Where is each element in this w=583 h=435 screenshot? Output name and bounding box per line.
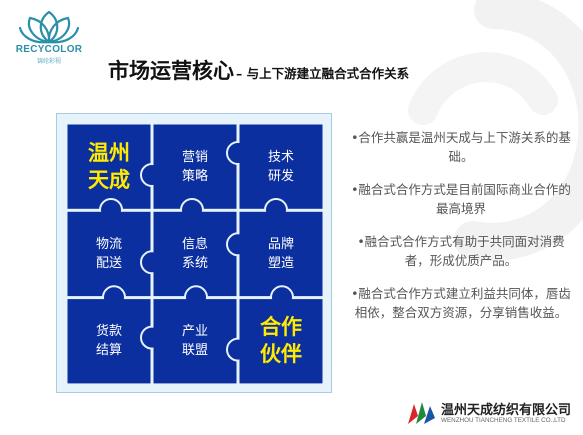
puzzle-piece-label: 信息系统 xyxy=(181,236,208,271)
puzzle-piece xyxy=(239,299,323,384)
puzzle-piece-label: 品牌塑造 xyxy=(267,236,294,271)
company-name-cn: 温州天成纺织有限公司 xyxy=(441,403,572,418)
page-title: 市场运营核心– 与上下游建立融合式合作关系 xyxy=(108,55,409,85)
watermark-swirl xyxy=(408,0,583,261)
brand-subtitle: 锦纶彩视 xyxy=(36,58,61,65)
puzzle-piece xyxy=(153,211,237,297)
bullet-item: •融合式合作方式建立利益共同体，唇齿相依，整合双方资源，分享销售收益。 xyxy=(351,286,571,320)
company-logo-icon xyxy=(408,402,435,424)
bullet-item: •融合式合作方式有助于共同面对消费者，形成优质产品。 xyxy=(357,234,565,268)
puzzle-piece-label: 技术研发 xyxy=(267,149,294,184)
puzzle-piece-label: 物流配送 xyxy=(95,236,122,271)
puzzle-piece-label: 产业联盟 xyxy=(181,324,208,359)
puzzle-piece xyxy=(153,124,237,209)
bullet-item: •合作共赢是温州天成与上下游关系的基础。 xyxy=(351,130,571,164)
brand-name: RECYCOLOR xyxy=(15,44,83,55)
title-main: 市场运营核心 xyxy=(108,59,234,83)
puzzle-frame: 温州天成 营销策略 技术研发物流配送 信息系统 品牌塑造货款结算 产业联盟 合作伙伴 xyxy=(56,113,332,393)
puzzle-piece xyxy=(67,211,151,297)
title-subtitle: – 与上下游建立融合式合作关系 xyxy=(236,66,410,81)
company-name-en: WENZHOU TIANCHENG TEXTILE CO.,LTD xyxy=(441,417,566,424)
puzzle-piece-label: 合作伙伴 xyxy=(260,315,302,367)
puzzle-piece-label: 货款结算 xyxy=(95,324,122,359)
bullet-list: •合作共赢是温州天成与上下游关系的基础。 •融合式合作方式是目前国际商业合作的最… xyxy=(345,128,577,336)
puzzle-piece xyxy=(153,299,237,384)
puzzle-piece xyxy=(239,124,323,209)
puzzle-piece xyxy=(67,299,151,384)
puzzle-grid xyxy=(67,124,323,384)
recycolor-logo-icon xyxy=(18,10,80,44)
puzzle-piece xyxy=(239,211,323,297)
puzzle-piece-label: 温州天成 xyxy=(88,140,130,192)
puzzle-piece-label: 营销策略 xyxy=(181,149,208,184)
puzzle-piece xyxy=(67,124,151,209)
bullet-item: •融合式合作方式是目前国际商业合作的最高境界 xyxy=(351,182,571,216)
